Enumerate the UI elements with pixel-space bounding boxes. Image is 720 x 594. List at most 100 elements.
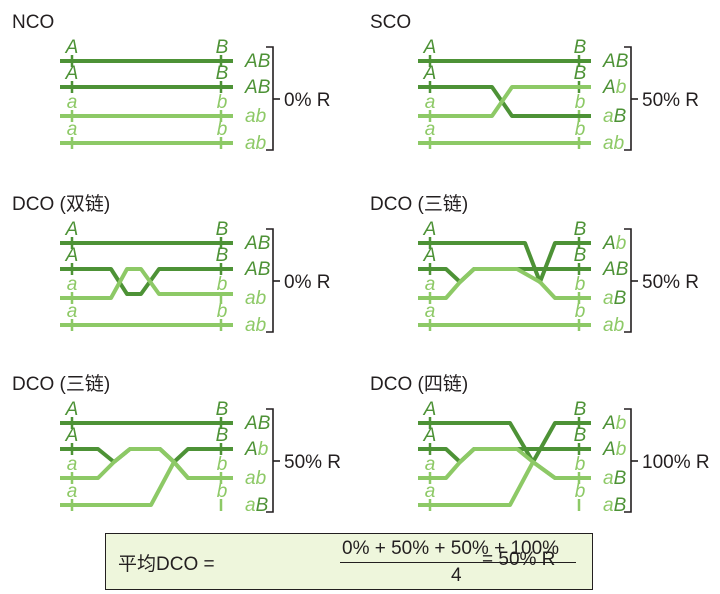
locus-a-label: A [65, 219, 79, 240]
genotype-label: ab [245, 315, 266, 336]
genotype-label: AB [244, 51, 271, 72]
locus-b-label: b [575, 481, 586, 502]
genotype-label: ab [245, 106, 266, 127]
panel-title: DCO (双链) [12, 193, 110, 215]
genotype-label: AB [244, 259, 271, 280]
locus-b-label: b [217, 92, 228, 113]
genotype-label: AB [244, 77, 271, 98]
panel-title: DCO (三链) [370, 193, 468, 215]
genotype-label: ab [245, 288, 266, 309]
genotype-label: AB [244, 413, 271, 434]
locus-b-label: b [217, 481, 228, 502]
locus-b-label: B [216, 245, 229, 266]
locus-a-label: a [425, 454, 436, 475]
locus-a-label: a [67, 454, 78, 475]
genotype-label: ab [603, 133, 624, 154]
locus-b-label: B [574, 425, 587, 446]
locus-a-label: a [67, 92, 78, 113]
locus-a-label: A [423, 37, 437, 58]
locus-b-label: b [575, 92, 586, 113]
genotype-label: Ab [602, 439, 626, 460]
formula-lhs: 平均DCO = [118, 554, 215, 575]
chromatid-line [418, 241, 591, 284]
locus-a-label: a [67, 119, 78, 140]
recombination-result: 100% R [642, 452, 710, 473]
chromatid-line [418, 447, 591, 480]
genotype-label: Ab [244, 439, 268, 460]
formula-numerator: 0% + 50% + 50% + 100% [342, 538, 560, 559]
locus-a-label: a [67, 301, 78, 322]
genotype-label: aB [245, 495, 269, 516]
formula-rhs: = 50% R [482, 549, 556, 570]
recombination-result: 50% R [642, 272, 699, 293]
chromatid-line [60, 267, 233, 296]
locus-b-label: B [574, 399, 587, 420]
panel-title: NCO [12, 12, 54, 33]
locus-a-label: a [67, 481, 78, 502]
chromatid-line [418, 267, 591, 300]
locus-b-label: B [574, 245, 587, 266]
genotype-label: Ab [602, 77, 626, 98]
locus-a-label: A [65, 245, 79, 266]
locus-b-label: B [574, 63, 587, 84]
locus-a-label: A [423, 425, 437, 446]
chromatid-line [60, 460, 233, 507]
locus-a-label: A [423, 63, 437, 84]
formula-denominator: 4 [451, 565, 462, 586]
locus-a-label: a [425, 119, 436, 140]
locus-b-label: b [575, 454, 586, 475]
genotype-label: ab [245, 468, 266, 489]
recombination-result: 50% R [642, 90, 699, 111]
locus-a-label: A [423, 399, 437, 420]
locus-a-label: A [65, 37, 79, 58]
chromatid-line [418, 421, 591, 464]
locus-a-label: A [65, 425, 79, 446]
genotype-label: aB [603, 106, 627, 127]
locus-b-label: B [574, 37, 587, 58]
locus-b-label: b [217, 454, 228, 475]
locus-b-label: b [575, 119, 586, 140]
locus-b-label: b [217, 301, 228, 322]
locus-b-label: b [575, 274, 586, 295]
genotype-label: Ab [602, 233, 626, 254]
locus-b-label: b [217, 119, 228, 140]
locus-a-label: a [425, 481, 436, 502]
locus-b-label: B [216, 399, 229, 420]
chromatid-line [418, 85, 591, 118]
locus-a-label: a [67, 274, 78, 295]
locus-a-label: a [425, 274, 436, 295]
locus-a-label: A [65, 63, 79, 84]
fraction-bar [340, 562, 576, 563]
chromatid-line [60, 267, 233, 300]
locus-a-label: A [423, 219, 437, 240]
recombination-result: 0% R [284, 272, 330, 293]
genotype-label: aB [603, 468, 627, 489]
locus-b-label: b [217, 274, 228, 295]
locus-b-label: B [216, 63, 229, 84]
locus-a-label: a [425, 301, 436, 322]
average-dco-formula: 平均DCO = 0% + 50% + 50% + 100% 4 = 50% R [105, 533, 593, 590]
locus-b-label: B [216, 37, 229, 58]
panel-title: DCO (三链) [12, 373, 110, 395]
locus-a-label: a [425, 92, 436, 113]
genotype-label: ab [245, 133, 266, 154]
panel-title: DCO (四链) [370, 373, 468, 395]
genotype-label: Ab [602, 413, 626, 434]
chromatid-line [60, 447, 233, 480]
locus-b-label: B [216, 219, 229, 240]
genotype-label: ab [603, 315, 624, 336]
locus-a-label: A [65, 399, 79, 420]
panel-title: SCO [370, 12, 411, 33]
genotype-label: AB [602, 51, 629, 72]
locus-b-label: b [575, 301, 586, 322]
chromatid-line [418, 460, 591, 507]
recombination-result: 50% R [284, 452, 341, 473]
genotype-label: aB [603, 495, 627, 516]
